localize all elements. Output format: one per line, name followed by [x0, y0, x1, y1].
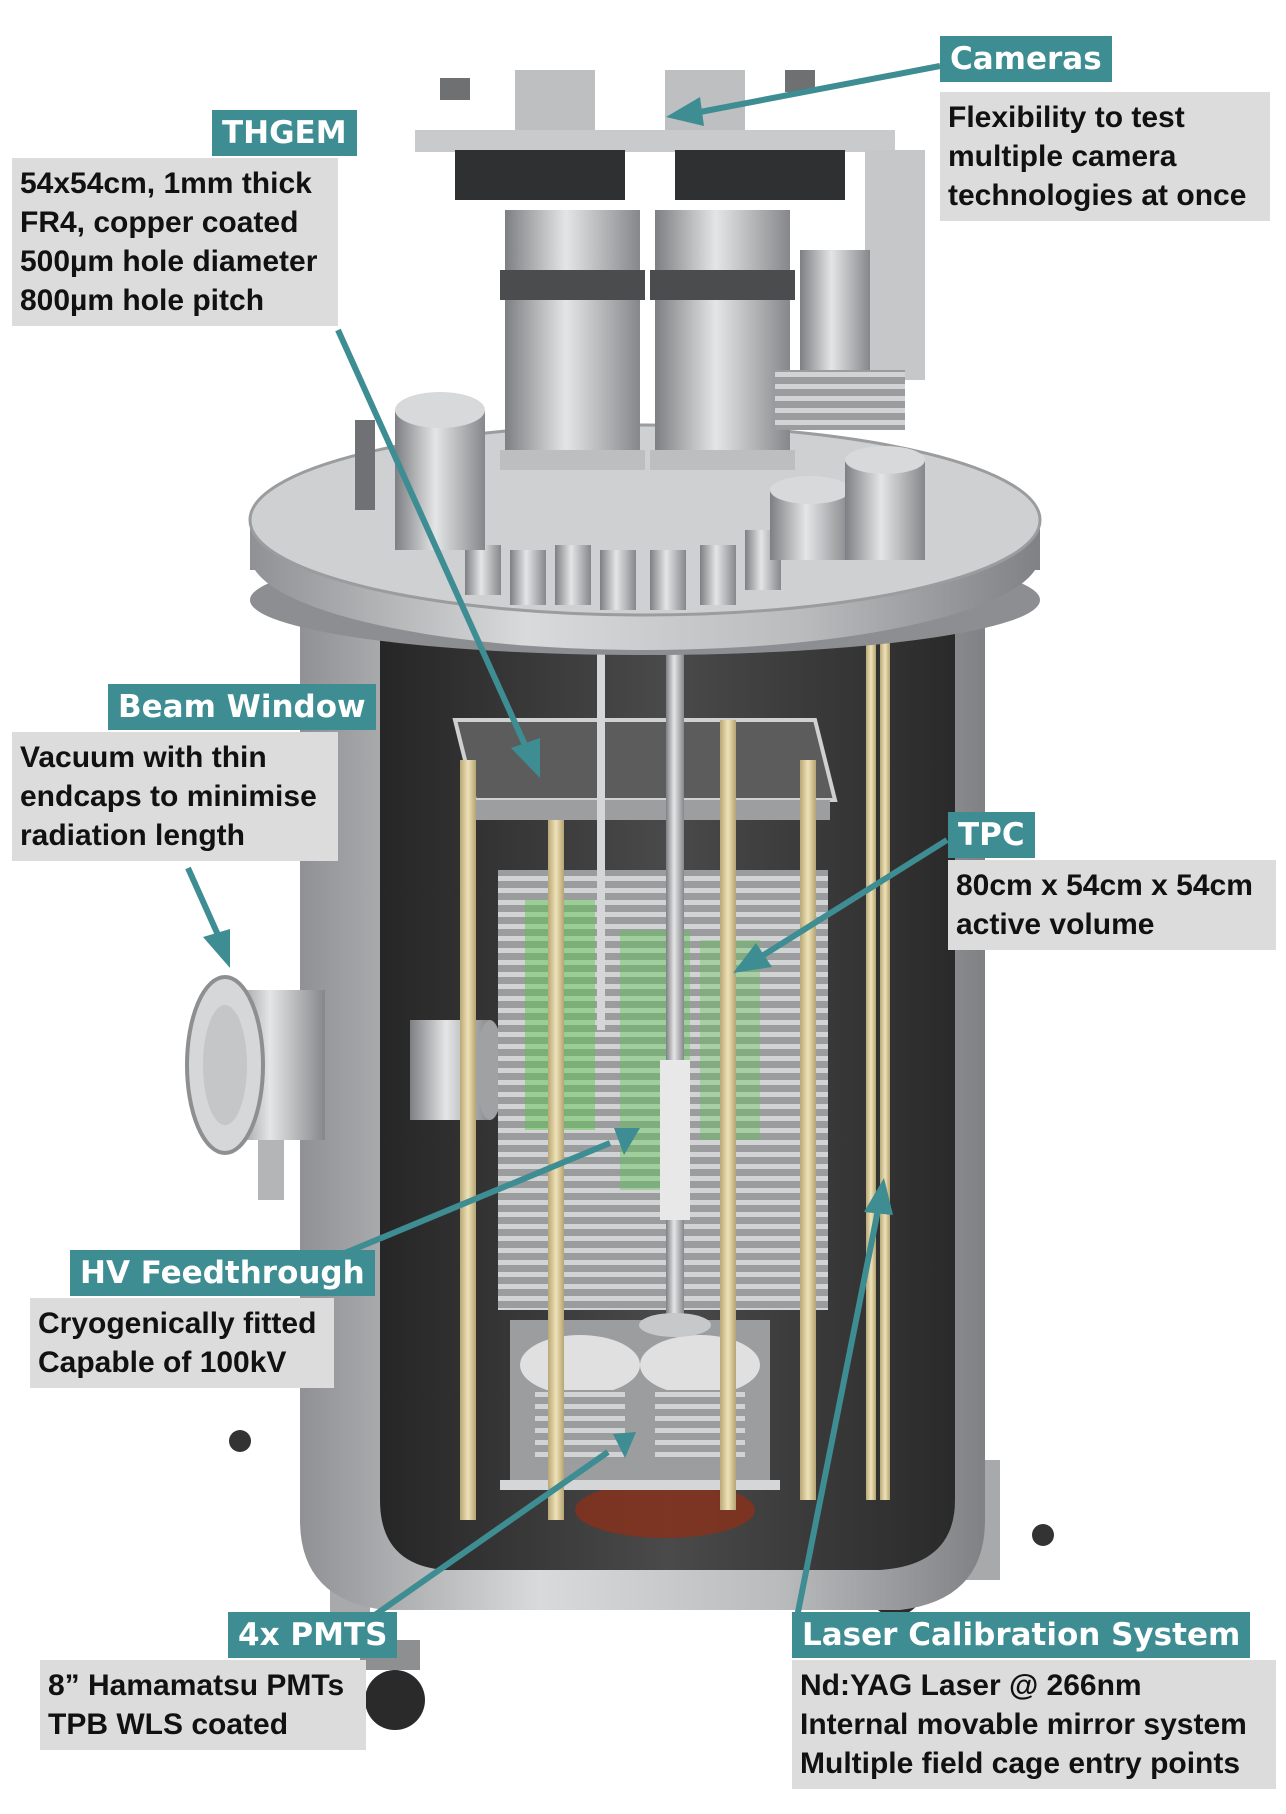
- pmts-pointer: [370, 1432, 636, 1620]
- desc-line: technologies at once: [948, 179, 1247, 212]
- beam-window-description: Vacuum with thin endcaps to minimise rad…: [12, 732, 338, 861]
- desc-line: 54x54cm, 1mm thick: [20, 167, 312, 200]
- laser-label: Laser Calibration System: [792, 1612, 1251, 1658]
- desc-line: Cryogenically fitted: [38, 1307, 317, 1340]
- beam-window-label: Beam Window: [108, 684, 376, 730]
- desc-line: Vacuum with thin: [20, 741, 267, 774]
- desc-line: radiation length: [20, 819, 245, 852]
- hv-feedthrough-description: Cryogenically fitted Capable of 100kV: [30, 1298, 334, 1388]
- cameras-label: Cameras: [940, 36, 1112, 82]
- desc-line: endcaps to minimise: [20, 780, 317, 813]
- camera-towers: [415, 70, 925, 470]
- desc-line: 500µm hole diameter: [20, 245, 318, 278]
- desc-line: 800µm hole pitch: [20, 284, 265, 317]
- support-rods: [460, 640, 890, 1520]
- beam-window-pointer: [185, 866, 230, 968]
- laser-description: Nd:YAG Laser @ 266nm Internal movable mi…: [792, 1660, 1276, 1789]
- cameras-description: Flexibility to test multiple camera tech…: [940, 92, 1270, 221]
- tpc-label: TPC: [948, 812, 1035, 858]
- tpc-pointer: [733, 837, 949, 973]
- desc-line: TPB WLS coated: [48, 1708, 289, 1741]
- desc-line: Internal movable mirror system: [800, 1708, 1247, 1741]
- desc-line: Nd:YAG Laser @ 266nm: [800, 1669, 1142, 1702]
- thgem-label: THGEM: [212, 110, 357, 156]
- beam-window-flange: [185, 975, 504, 1200]
- leader-lines: [185, 63, 949, 1620]
- hv-feedthrough-label: HV Feedthrough: [70, 1250, 375, 1296]
- pmts-description: 8” Hamamatsu PMTs TPB WLS coated: [40, 1660, 366, 1750]
- cameras-pointer: [666, 63, 941, 126]
- flange-ports: [355, 392, 925, 610]
- desc-line: active volume: [956, 908, 1155, 941]
- laser-pointer: [794, 1178, 893, 1618]
- desc-line: Flexibility to test: [948, 101, 1185, 134]
- desc-line: Multiple field cage entry points: [800, 1747, 1241, 1780]
- pmts-label: 4x PMTS: [228, 1612, 398, 1658]
- thgem-pointer: [335, 328, 540, 778]
- desc-line: FR4, copper coated: [20, 206, 299, 239]
- thgem-description: 54x54cm, 1mm thick FR4, copper coated 50…: [12, 158, 338, 326]
- hv-feedthrough-pointer: [331, 1128, 640, 1261]
- desc-line: 8” Hamamatsu PMTs: [48, 1669, 345, 1702]
- desc-line: 80cm x 54cm x 54cm: [956, 869, 1253, 902]
- desc-line: multiple camera: [948, 140, 1177, 173]
- tpc-description: 80cm x 54cm x 54cm active volume: [948, 860, 1276, 950]
- desc-line: Capable of 100kV: [38, 1346, 287, 1379]
